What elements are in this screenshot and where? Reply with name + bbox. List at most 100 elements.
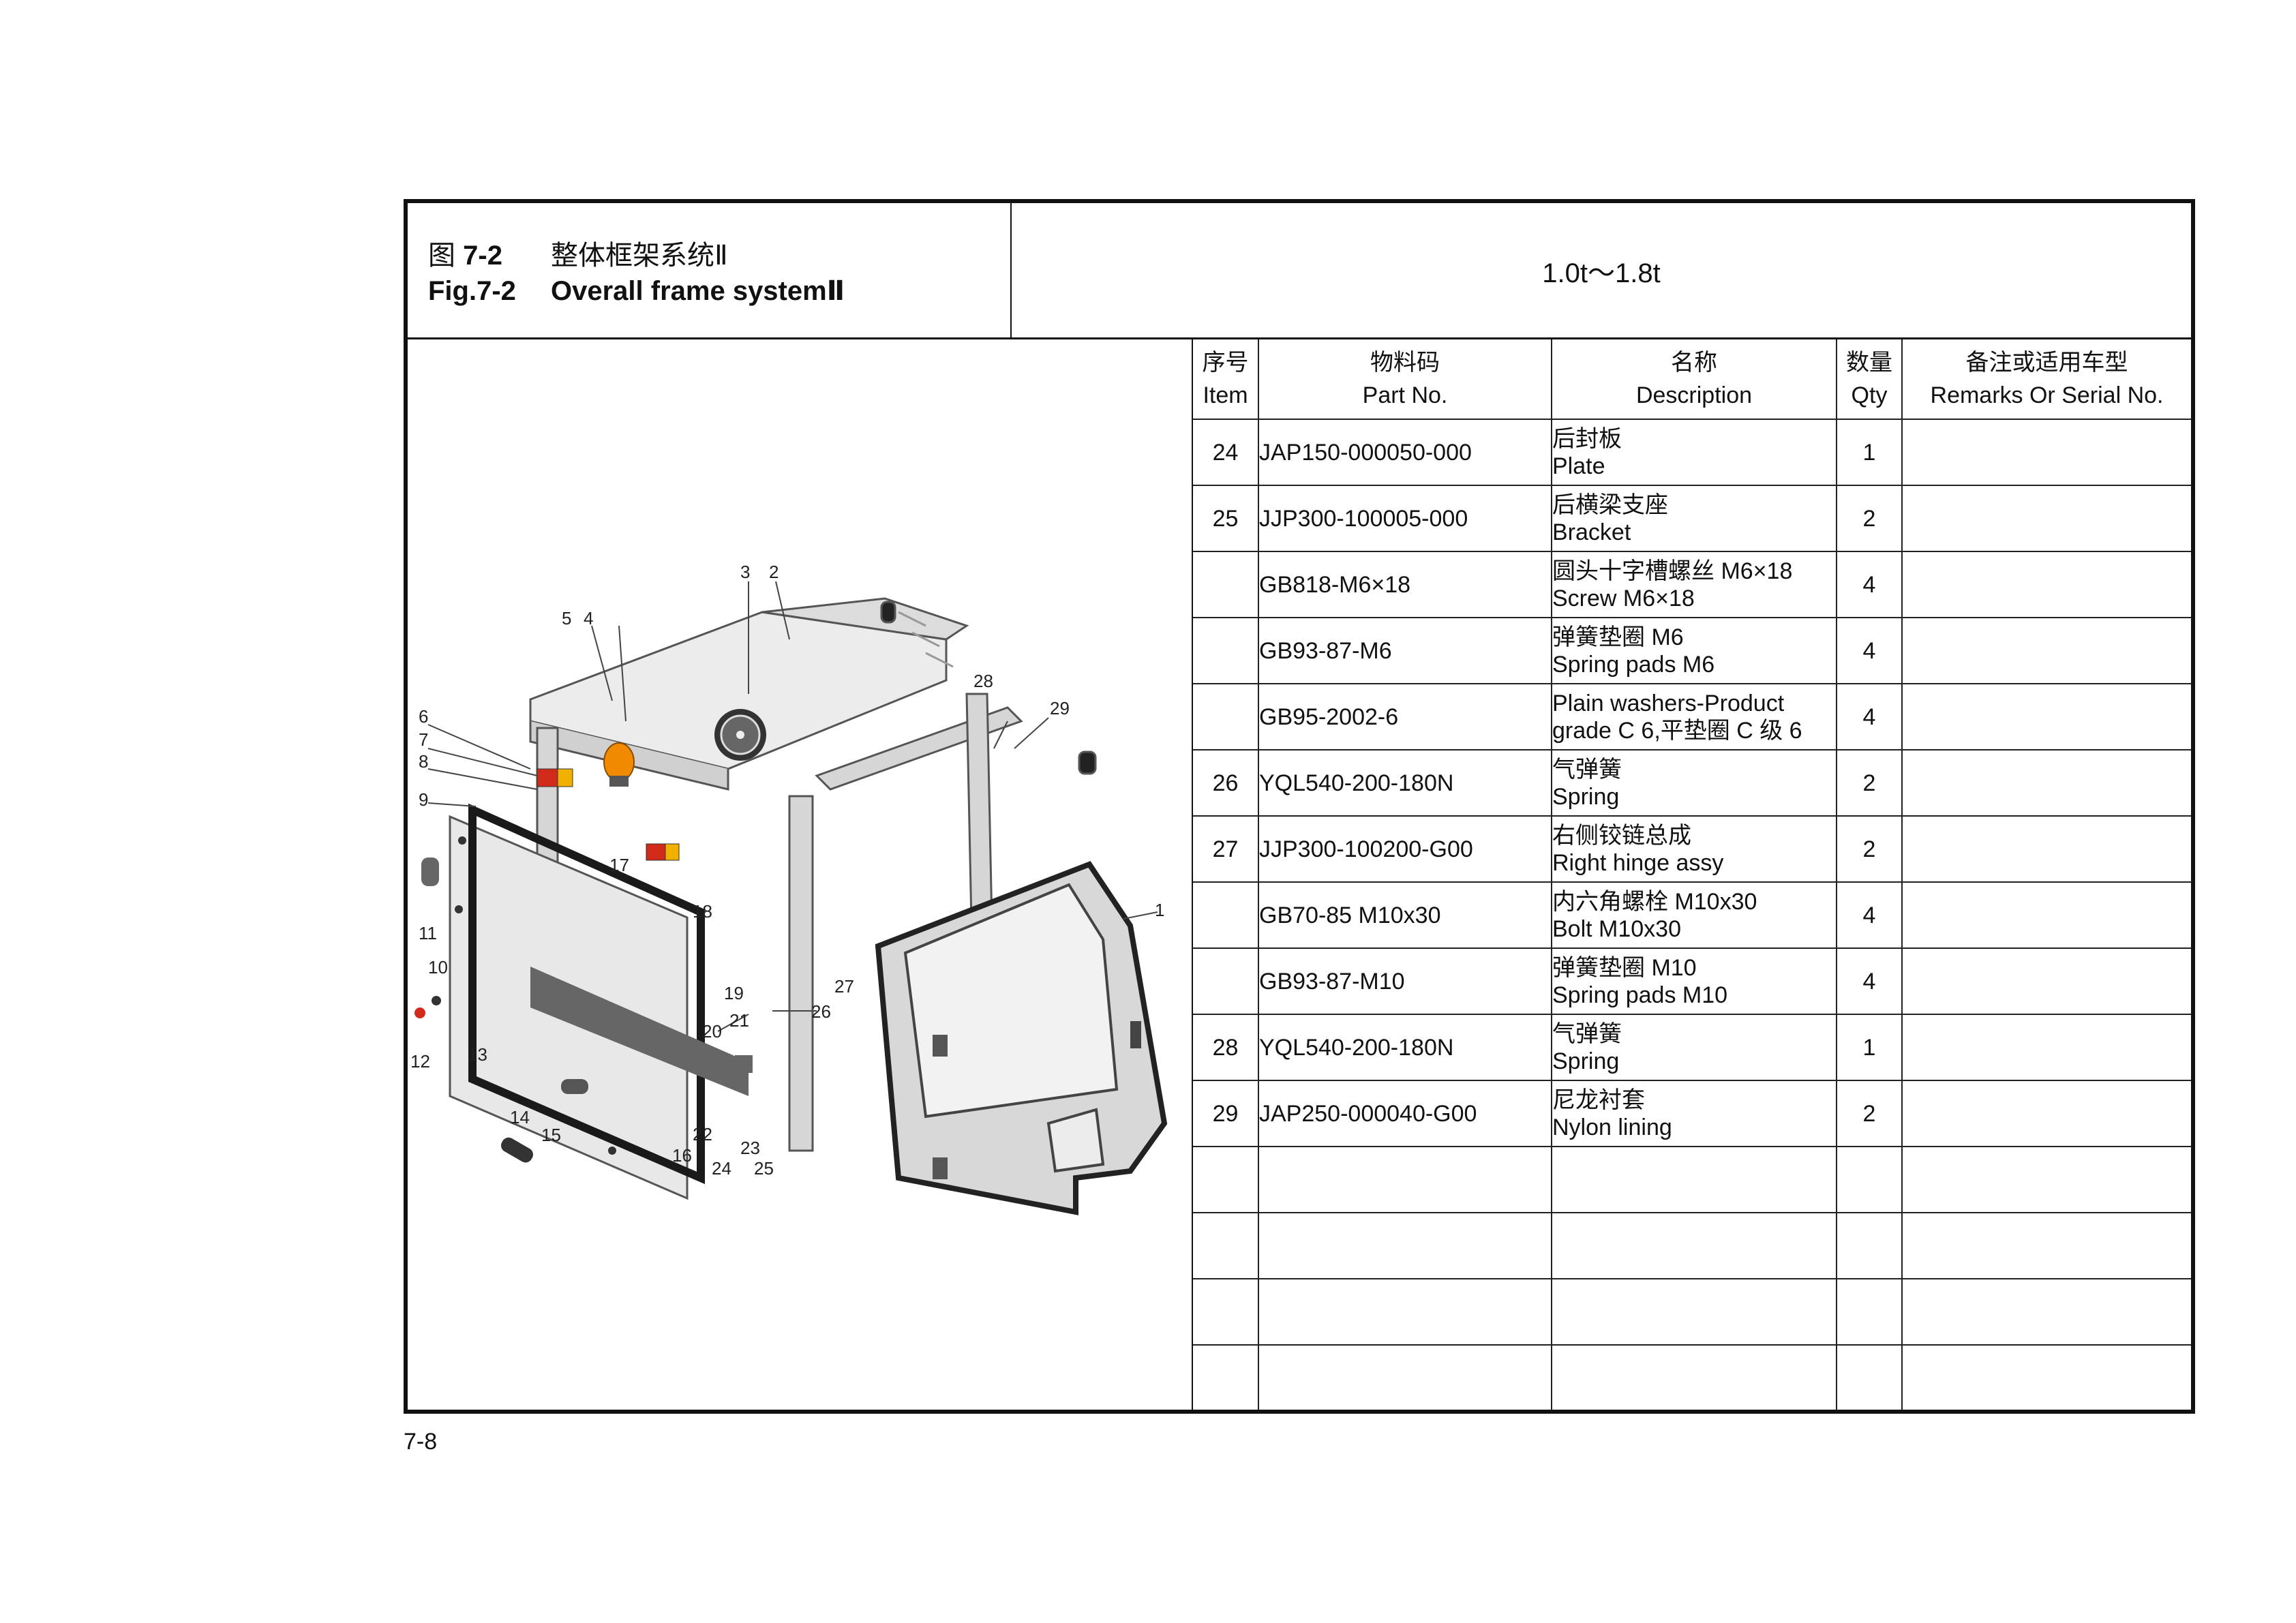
cell-remarks [1901,683,2191,750]
figure-title-en: Fig.7-2 Overall frame systemⅡ [428,275,845,307]
description-line-1: 后横梁支座 [1552,491,1668,518]
description-line-1: 右侧铰链总成 [1552,822,1691,849]
cell-part-no: GB93-87-M6 [1258,617,1552,684]
cell-part-no [1258,1278,1552,1346]
callout-6: 6 [419,706,428,727]
cell-remarks [1901,749,2191,817]
callout-28: 28 [973,671,993,691]
description-line-1: 内六角螺栓 M10x30 [1552,888,1757,915]
cell-part-no: JAP150-000050-000 [1258,419,1552,486]
cell-item [1193,617,1259,684]
table-row [1193,1344,2191,1410]
description-line-1: 尼龙衬套 [1552,1087,1645,1113]
callout-2: 2 [769,562,779,582]
cell-item [1193,1278,1259,1346]
cell-item: 27 [1193,815,1259,883]
rear-window [449,803,749,1200]
cell-remarks [1901,881,2191,949]
title-en: Overall frame systemⅡ [551,276,845,306]
callout-29: 29 [1050,698,1070,718]
callout-24: 24 [712,1158,731,1179]
cell-remarks [1901,1278,2191,1346]
fig-label-en: Fig.7-2 [428,276,516,306]
cell-part-no: GB70-85 M10x30 [1258,881,1552,949]
callout-15: 15 [541,1125,561,1145]
callout-26: 26 [811,1001,831,1022]
table-row [1193,1146,2191,1213]
fasteners [414,836,753,1155]
cell-part-no: YQL540-200-180N [1258,1014,1552,1081]
cell-description [1551,1278,1837,1346]
cell-qty: 2 [1836,485,1903,552]
exploded-view-diagram: 1 2 3 4 5 6 7 8 9 10 11 12 13 14 15 16 1… [408,339,1193,1410]
description-line-2: grade C 6,平垫圈 C 级 6 [1552,717,1802,744]
cell-part-no: JJP300-100005-000 [1258,485,1552,552]
tail-lamps [537,768,680,861]
description-line-2: Screw M6×18 [1552,585,1695,611]
description-line-2: Spring pads M10 [1552,982,1728,1008]
tonnage-range: 1.0t～1.8t [1012,203,2191,339]
cell-item: 29 [1193,1080,1259,1147]
description-line-2: Spring [1552,1048,1620,1074]
cell-remarks [1901,947,2191,1015]
cell-remarks [1901,617,2191,684]
cell-item [1193,947,1259,1015]
description-line-2: Spring pads M6 [1552,651,1715,678]
cell-remarks [1901,1080,2191,1147]
cell-qty: 2 [1836,815,1903,883]
cell-remarks [1901,1344,2191,1410]
cell-qty: 4 [1836,551,1903,618]
cell-item [1193,1212,1259,1279]
cell-part-no: YQL540-200-180N [1258,749,1552,817]
cell-part-no: GB95-2002-6 [1258,683,1552,750]
table-row [1193,1212,2191,1279]
callout-4: 4 [584,608,593,628]
description-line-2: Plate [1552,453,1605,479]
cell-qty [1836,1212,1903,1279]
callout-18: 18 [693,901,712,922]
fan-icon [714,709,766,761]
fig-prefix-cn: 图 [428,241,455,271]
description-line-1: Plain washers-Product [1552,690,1785,716]
cell-qty: 1 [1836,419,1903,486]
cell-remarks [1901,1014,2191,1081]
warning-beacon [603,742,635,787]
cell-qty: 4 [1836,947,1903,1015]
callout-3: 3 [740,562,750,582]
fig-number: 7-2 [463,241,502,271]
cell-item: 24 [1193,419,1259,486]
cell-remarks [1901,1146,2191,1213]
cell-qty: 4 [1836,683,1903,750]
callout-11: 11 [419,923,437,943]
callout-23: 23 [740,1138,760,1158]
cell-qty: 1 [1836,1014,1903,1081]
cell-item [1193,683,1259,750]
cell-remarks [1901,815,2191,883]
callout-19: 19 [724,983,744,1003]
table-row [1193,1278,2191,1346]
cell-item [1193,1344,1259,1410]
